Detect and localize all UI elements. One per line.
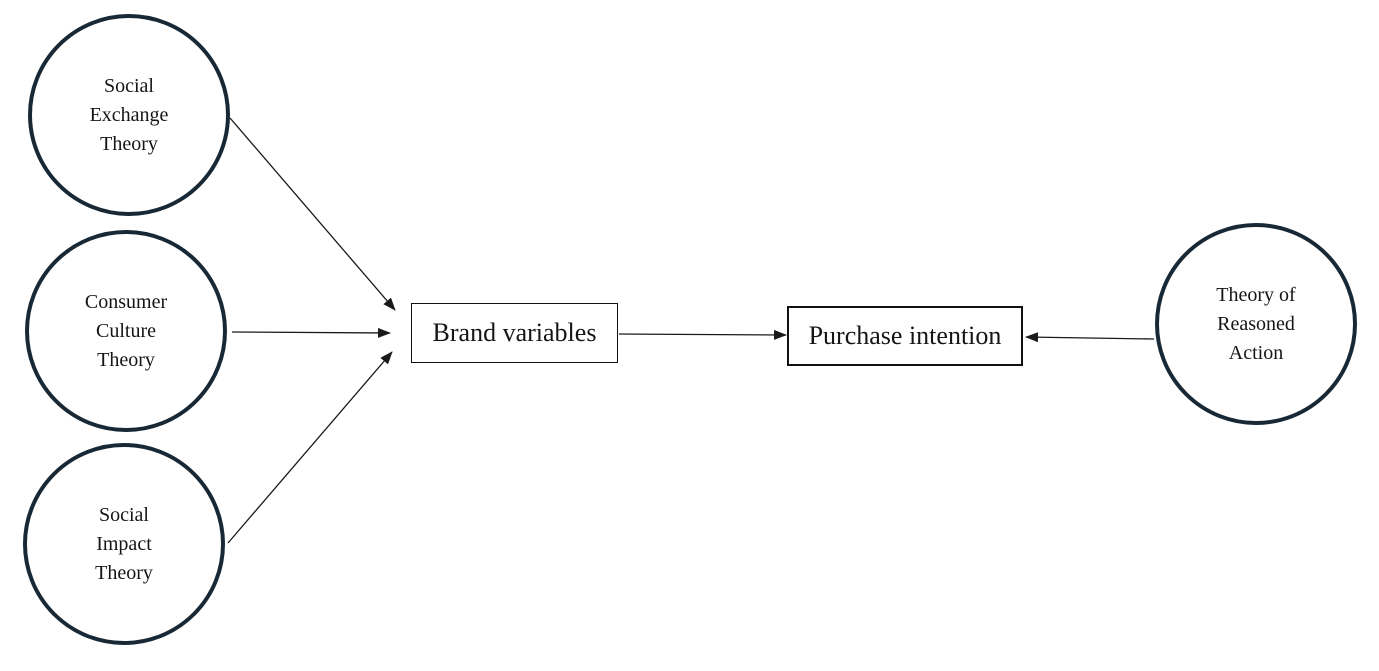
node-brand-variables: Brand variables [411,303,618,363]
node-brand-variables-label: Brand variables [432,318,597,348]
arrow-brand-variables-to-purchase-intention [618,329,787,340]
arrow-social-impact-to-brand-variables [227,351,393,544]
arrow-consumer-culture-to-brand-variables [231,327,391,338]
arrow-theory-reasoned-action-to-purchase-intention [1025,332,1155,343]
node-social-exchange-theory-label: Social Exchange Theory [89,74,169,155]
node-purchase-intention-label: Purchase intention [808,321,1002,351]
node-social-impact-theory-label: Social Impact Theory [95,503,153,584]
node-theory-of-reasoned-action-label: Theory of Reasoned Action [1216,283,1296,364]
node-theory-of-reasoned-action: Theory of Reasoned Action [1155,223,1357,425]
node-social-impact-theory: Social Impact Theory [23,443,225,645]
arrow-social-exchange-to-brand-variables [229,117,396,311]
node-purchase-intention: Purchase intention [787,306,1023,366]
node-consumer-culture-theory-label: Consumer Culture Theory [84,290,168,371]
node-consumer-culture-theory: Consumer Culture Theory [25,230,227,432]
node-social-exchange-theory: Social Exchange Theory [28,14,230,216]
